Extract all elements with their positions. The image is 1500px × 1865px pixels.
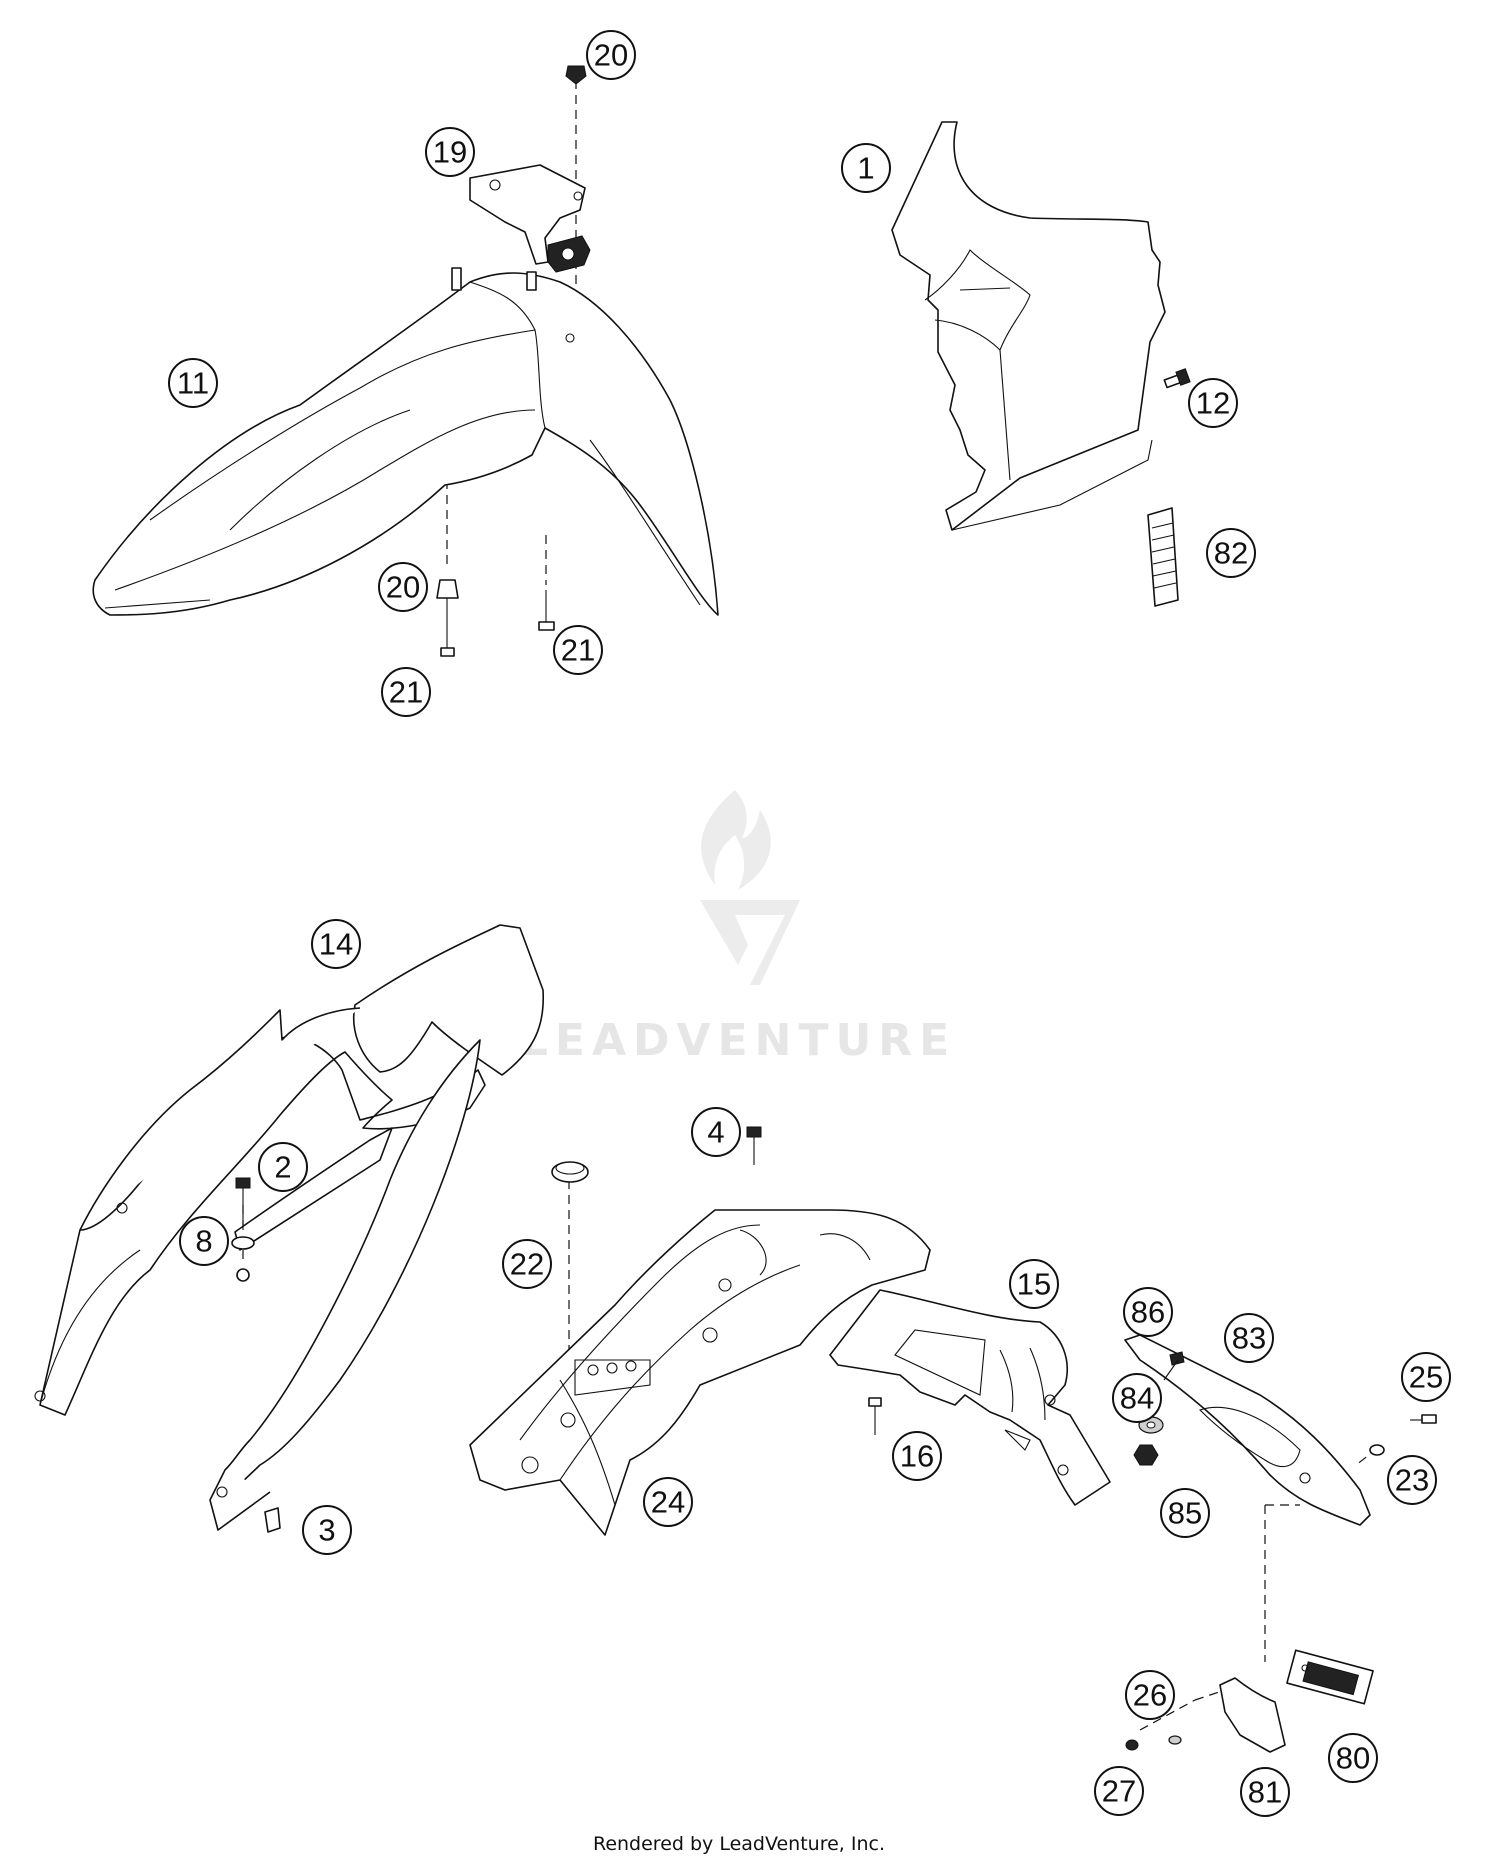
callout-23: 23 [1387,1455,1437,1505]
callout-21-left: 21 [381,667,431,717]
part-24-rear-tray [469,1209,931,1536]
svg-text:20: 20 [386,570,420,605]
part-11-front-fender [92,267,719,616]
callout-8: 8 [179,1216,229,1266]
svg-text:81: 81 [1248,1775,1282,1810]
svg-text:20: 20 [594,38,628,73]
svg-text:1: 1 [857,151,874,186]
callout-1: 1 [841,143,891,193]
callout-81: 81 [1240,1767,1290,1817]
callout-83: 83 [1224,1313,1274,1363]
side-panel-fasteners [231,1177,281,1533]
svg-text:2: 2 [274,1150,291,1185]
callout-2: 2 [258,1142,308,1192]
svg-text:3: 3 [318,1513,335,1548]
tray-fasteners [551,1126,762,1183]
callout-3: 3 [302,1505,352,1555]
callout-80: 80 [1328,1733,1378,1783]
svg-text:8: 8 [195,1224,212,1259]
svg-text:84: 84 [1120,1381,1154,1416]
callout-19: 19 [425,127,475,177]
svg-text:4: 4 [707,1115,724,1150]
watermark-text: LEADVENTURE [520,1015,956,1066]
part-82-reflector [1147,507,1179,607]
flame-logo [701,790,771,890]
svg-text:23: 23 [1395,1463,1429,1498]
svg-text:26: 26 [1133,1678,1167,1713]
svg-text:24: 24 [651,1485,685,1520]
callout-21-right: 21 [553,625,603,675]
svg-text:27: 27 [1102,1774,1136,1809]
part-16-screw [868,1397,882,1435]
callout-26: 26 [1125,1670,1175,1720]
part-23-washer [1369,1444,1385,1456]
part-14-tank-side-panels [34,924,545,1531]
callout-22: 22 [502,1239,552,1289]
callout-15: 15 [1009,1259,1059,1309]
part-83-screw [1169,1351,1185,1366]
callout-86: 86 [1123,1287,1173,1337]
svg-text:15: 15 [1017,1267,1051,1302]
callout-84: 84 [1112,1373,1162,1423]
svg-text:11: 11 [177,366,209,401]
svg-text:22: 22 [510,1247,544,1282]
callout-82: 82 [1206,528,1256,578]
callout-25: 25 [1401,1352,1451,1402]
callout-24: 24 [643,1477,693,1527]
svg-text:86: 86 [1131,1295,1165,1330]
callout-14: 14 [311,919,361,969]
part-86-license-plate-holder [1124,1334,1371,1526]
part-25-screw [1421,1414,1437,1424]
callout-27: 27 [1094,1766,1144,1816]
callout-20-lower: 20 [378,562,428,612]
render-credit: Rendered by LeadVenture, Inc. [593,1833,885,1855]
svg-text:21: 21 [561,633,595,668]
part-4-screw-head [746,1126,762,1138]
svg-text:12: 12 [1196,386,1230,421]
part-85-nut [1133,1444,1159,1466]
v-logo [700,900,800,985]
svg-text:25: 25 [1409,1360,1443,1395]
part-15-rear-fender [829,1289,1111,1506]
callout-85: 85 [1160,1488,1210,1538]
part-19-fender-bracket [469,164,591,273]
part-26-washer [1168,1735,1182,1745]
front-fender-fasteners [436,579,555,657]
part-8-washer [231,1236,255,1250]
part-20-nut-top [565,65,587,85]
callout-11: 11 [168,358,218,408]
svg-text:82: 82 [1214,536,1248,571]
svg-text:19: 19 [433,135,467,170]
svg-text:21: 21 [389,675,423,710]
callout-20-top: 20 [586,30,636,80]
callout-4: 4 [691,1107,741,1157]
callout-12: 12 [1188,378,1238,428]
part-12-screw [1163,368,1191,389]
license-plate-parts [1125,1649,1374,1753]
svg-text:80: 80 [1336,1741,1370,1776]
svg-text:83: 83 [1232,1321,1266,1356]
part-27-nut [1125,1739,1139,1751]
part-20-nut [436,579,459,599]
part-81-light-bracket [1219,1677,1286,1753]
svg-text:14: 14 [319,927,353,962]
part-2-screw-head [235,1177,251,1189]
leadventure-watermark: LEADVENTURE [520,790,956,1066]
svg-text:16: 16 [900,1439,934,1474]
part-3-clip [264,1507,281,1533]
part-1-headlight-mask [891,121,1166,531]
svg-text:85: 85 [1168,1496,1202,1531]
callout-16: 16 [892,1431,942,1481]
